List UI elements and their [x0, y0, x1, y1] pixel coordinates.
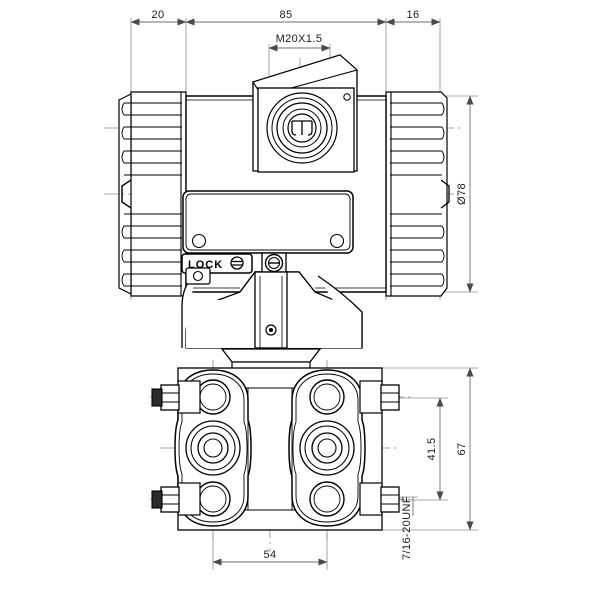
- vent-valve-lower-right: [359, 482, 400, 516]
- nameplate-window: [182, 190, 354, 254]
- right-flange-upper-bolt-hole: [309, 379, 345, 415]
- dim-manifold-height: 67: [456, 442, 468, 455]
- conduit-hex-socket-icon: [291, 120, 313, 136]
- left-cover-ridge-ends: [121, 102, 125, 287]
- neck-right-contour: [317, 275, 363, 348]
- right-flange-process-port: [299, 420, 355, 476]
- left-terminal-cover: [118, 91, 187, 297]
- nameplate-inner: [185, 193, 351, 251]
- manifold-internal-edges: [247, 388, 293, 510]
- left-flange-lower-bolt-hole: [195, 481, 231, 517]
- vent-valve-lower-left: [151, 482, 201, 516]
- right-cover-ridges: [390, 102, 442, 287]
- base-taper: [220, 348, 322, 363]
- neck-left-tab-hole: [192, 270, 204, 282]
- valve-hex-nut-lower-right: [380, 486, 400, 513]
- neck-locking-screw: [261, 252, 287, 275]
- left-flange-process-port: [185, 420, 241, 476]
- valve-thread-upper-left: [151, 388, 163, 407]
- conduit-entry: [252, 54, 359, 173]
- right-process-flange: [288, 369, 366, 527]
- nameplate-screw-left: [191, 233, 207, 249]
- dim-right-cover-depth: 16: [406, 9, 419, 21]
- dim-conduit-thread: M20X1.5: [276, 33, 323, 45]
- valve-thread-lower-left: [151, 490, 163, 509]
- left-cover-ridges: [124, 102, 182, 287]
- vent-valve-upper-right: [359, 380, 400, 414]
- note-process-thread: 7/16-20UNF: [401, 496, 413, 560]
- process-manifold: [151, 367, 400, 531]
- right-flange-lower-bolt-hole: [309, 481, 345, 517]
- dim-housing-width: 85: [279, 9, 292, 21]
- sensor-neck: [181, 267, 363, 349]
- dim-housing-diameter: Ø78: [456, 183, 468, 205]
- nameplate-screw-right: [329, 233, 345, 249]
- vent-valve-upper-left: [151, 380, 201, 414]
- dimension-lines: [130, 18, 474, 566]
- valve-hex-nut-upper-right: [380, 384, 400, 411]
- right-cover-ridge-ends: [441, 102, 445, 287]
- left-cover-notch: [121, 179, 132, 209]
- conduit-vent-hole: [343, 93, 351, 101]
- conduit-port-circles: [266, 92, 338, 164]
- lock-screw-icon: [230, 256, 244, 270]
- dim-flange-center-spacing: 54: [263, 549, 276, 561]
- valve-hex-nut-upper-left: [160, 384, 180, 411]
- dim-left-cover-depth: 20: [151, 9, 164, 21]
- left-flange-upper-bolt-hole: [195, 379, 231, 415]
- dim-flange-bolt-spacing: 41.5: [426, 437, 438, 460]
- right-cover-notch: [440, 179, 450, 209]
- valve-hex-nut-lower-left: [160, 486, 180, 513]
- right-terminal-cover: [385, 91, 450, 297]
- dimension-texts: 20 85 16 M20X1.5 Ø78 41.5 67 54 7/16-20U…: [151, 9, 468, 561]
